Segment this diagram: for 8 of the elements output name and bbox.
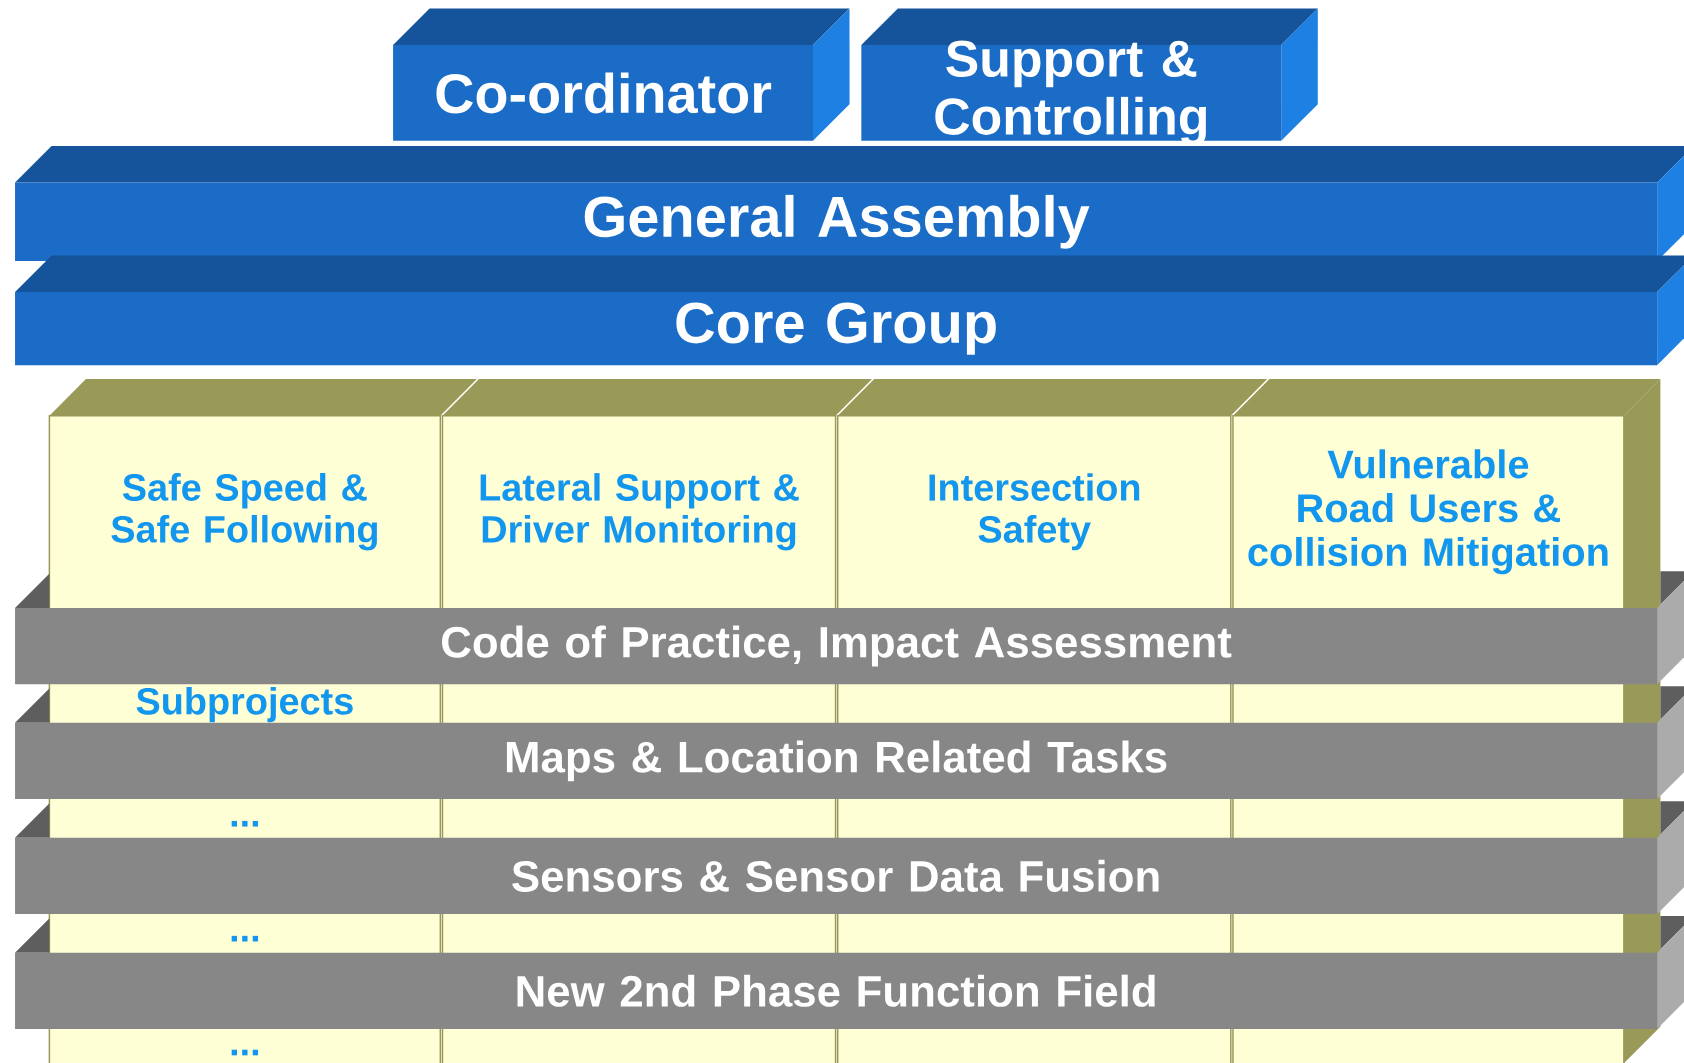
column-label: ...	[231, 935, 259, 942]
block: Support & Controlling	[861, 8, 1318, 146]
column-label: Subprojects	[136, 686, 353, 723]
block: General Assembly	[15, 146, 1684, 261]
column-label: ...	[231, 820, 259, 827]
block: Core Group	[15, 255, 1684, 366]
block: Co-ordinator	[393, 8, 850, 141]
column-label: ...	[231, 1049, 259, 1056]
